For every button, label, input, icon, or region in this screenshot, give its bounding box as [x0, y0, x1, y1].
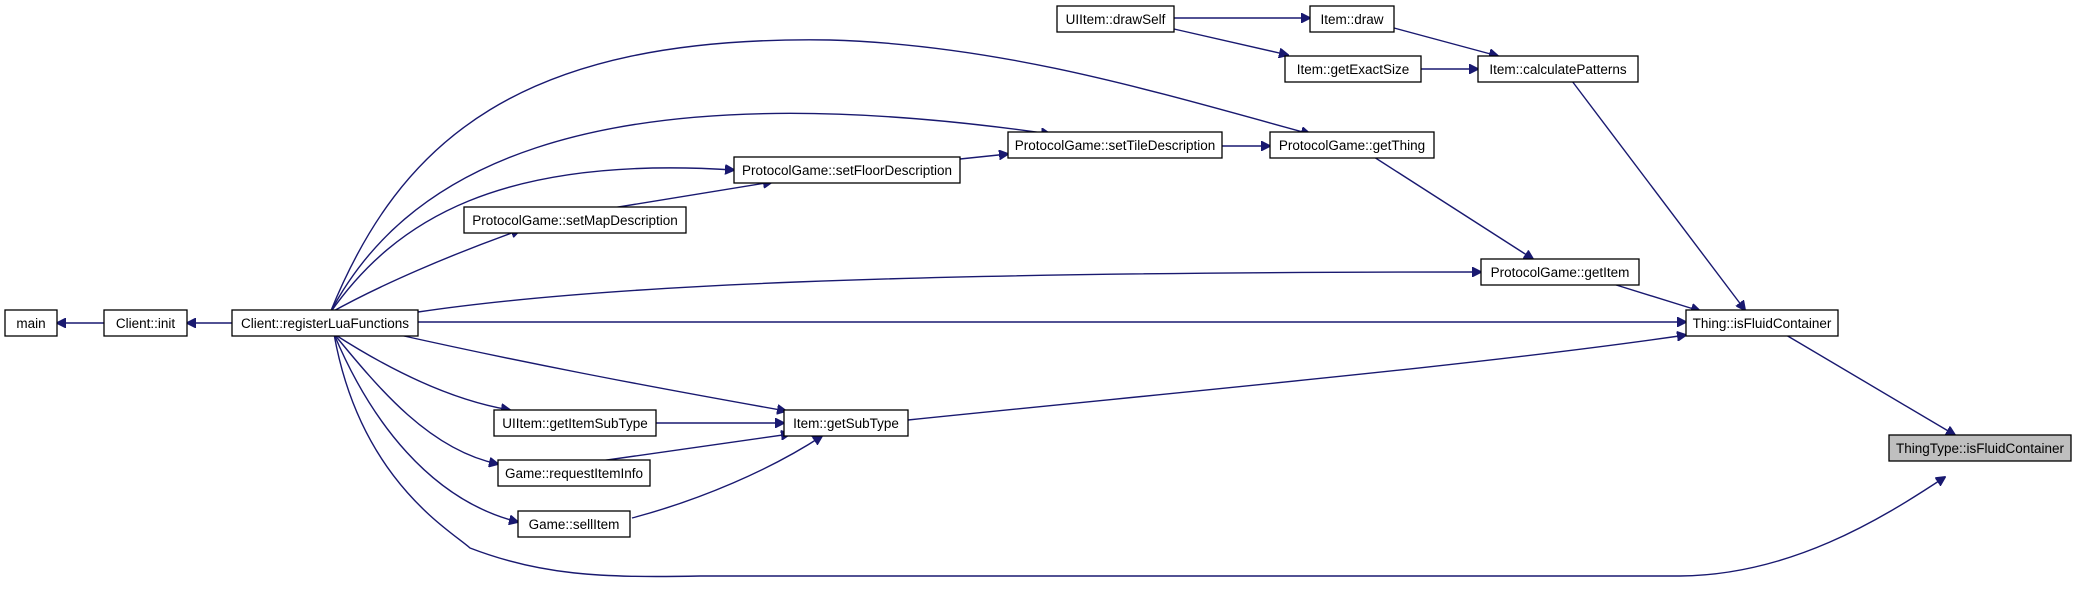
node-game-sell-item[interactable]: Game::sellItem — [517, 510, 631, 538]
node-item-draw[interactable]: Item::draw — [1309, 5, 1395, 33]
nodes: main Client::init Client::registerLuaFun… — [4, 5, 2072, 538]
edge-register-to-item-subtype — [394, 333, 786, 411]
node-label: Item::draw — [1320, 12, 1383, 27]
node-set-floor-description[interactable]: ProtocolGame::setFloorDescription — [733, 156, 961, 184]
node-label: Game::requestItemInfo — [505, 466, 643, 481]
node-label: Item::getExactSize — [1297, 62, 1410, 77]
node-set-tile-description[interactable]: ProtocolGame::setTileDescription — [1007, 131, 1223, 159]
edge-calcpatterns-to-thing-fluid — [1571, 80, 1745, 310]
node-uiitem-drawself[interactable]: UIItem::drawSelf — [1056, 5, 1175, 33]
edge-reqinfo-to-item-subtype — [599, 434, 790, 462]
edge-set-floor-to-set-tile — [959, 154, 1008, 159]
node-label: ProtocolGame::setMapDescription — [472, 213, 678, 228]
node-label: Item::getSubType — [793, 416, 899, 431]
node-client-init[interactable]: Client::init — [103, 309, 188, 337]
edge-register-to-set-floor-desc — [329, 168, 734, 314]
edge-register-to-uiitem-subtype — [333, 333, 510, 410]
node-label: main — [16, 316, 45, 331]
node-label: Client::registerLuaFunctions — [241, 316, 409, 331]
edge-register-to-game-reqinfo — [333, 333, 498, 464]
node-thingtype-is-fluid-container[interactable]: ThingType::isFluidContainer — [1888, 434, 2072, 462]
edge-register-to-set-map-desc — [329, 230, 520, 314]
node-protocolgame-getitem[interactable]: ProtocolGame::getItem — [1480, 258, 1640, 286]
node-item-calculate-patterns[interactable]: Item::calculatePatterns — [1477, 55, 1639, 83]
node-label: Thing::isFluidContainer — [1693, 316, 1832, 331]
edge-register-to-get-thing — [329, 39, 1310, 314]
node-label: UIItem::getItemSubType — [502, 416, 648, 431]
node-label: ProtocolGame::getItem — [1491, 265, 1630, 280]
node-set-map-description[interactable]: ProtocolGame::setMapDescription — [463, 206, 687, 234]
edge-sell-to-item-subtype — [631, 436, 822, 519]
node-label: Client::init — [116, 316, 176, 331]
edge-thing-fluid-to-thingtype-fluid — [1785, 334, 1955, 435]
edge-register-to-thingtype-fluid — [333, 333, 1945, 578]
node-item-get-subtype[interactable]: Item::getSubType — [783, 409, 909, 437]
node-label: ProtocolGame::setFloorDescription — [742, 163, 952, 178]
node-label: Item::calculatePatterns — [1489, 62, 1627, 77]
edge-register-to-game-sell — [333, 333, 518, 522]
node-game-request-item-info[interactable]: Game::requestItemInfo — [497, 459, 651, 487]
node-label: UIItem::drawSelf — [1066, 12, 1166, 27]
edge-drawself-to-exactsize — [1173, 28, 1288, 55]
edge-item-draw-to-calcpatterns — [1393, 27, 1498, 56]
edge-set-map-to-set-floor — [599, 182, 772, 211]
node-label: ProtocolGame::getThing — [1279, 138, 1425, 153]
node-label: ThingType::isFluidContainer — [1896, 441, 2065, 456]
node-item-get-exact-size[interactable]: Item::getExactSize — [1284, 55, 1422, 83]
node-get-thing[interactable]: ProtocolGame::getThing — [1269, 131, 1435, 159]
node-label: ProtocolGame::setTileDescription — [1015, 138, 1216, 153]
node-main[interactable]: main — [4, 309, 58, 337]
edges — [57, 18, 1955, 578]
node-register-lua-functions[interactable]: Client::registerLuaFunctions — [231, 309, 419, 337]
edge-register-to-pg-getitem — [417, 272, 1481, 313]
node-uiitem-get-item-subtype[interactable]: UIItem::getItemSubType — [493, 409, 657, 437]
edge-item-subtype-to-thing-fluid — [907, 335, 1686, 421]
edge-get-thing-to-pg-getitem — [1373, 156, 1533, 259]
edge-register-to-set-tile-desc — [329, 112, 1050, 314]
node-label: Game::sellItem — [529, 517, 620, 532]
edge-pg-getitem-to-thing-fluid — [1612, 283, 1700, 311]
node-thing-is-fluid-container[interactable]: Thing::isFluidContainer — [1685, 309, 1839, 337]
